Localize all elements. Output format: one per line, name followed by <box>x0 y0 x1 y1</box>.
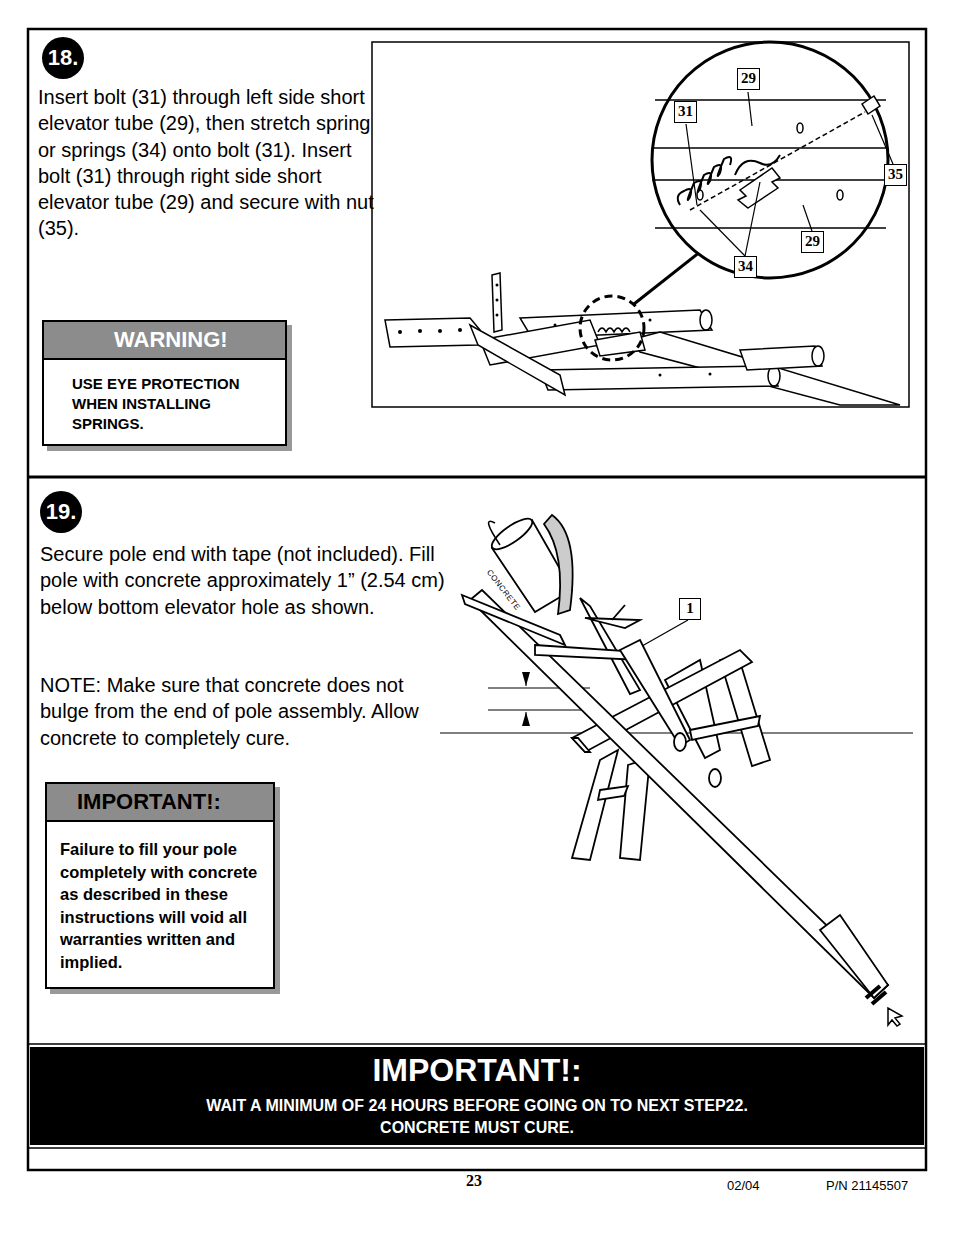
band-text: CONCRETE MUST CURE. <box>40 1117 914 1139</box>
box-heading: IMPORTANT!: <box>47 784 273 822</box>
important-band: IMPORTANT!: WAIT A MINIMUM OF 24 HOURS BE… <box>30 1047 924 1145</box>
band-heading: IMPORTANT!: <box>40 1051 914 1089</box>
callout-number: 31 <box>674 101 697 123</box>
callout-number: 34 <box>734 256 757 278</box>
callout-number: 29 <box>737 68 760 90</box>
step-number-text: 18. <box>48 45 79 71</box>
callout-number: 35 <box>884 164 907 186</box>
part-number: P/N 21145507 <box>826 1178 908 1193</box>
step-instructions: Insert bolt (31) through left side short… <box>38 84 374 242</box>
step-instructions: Secure pole end with tape (not included)… <box>40 541 448 620</box>
note-text: NOTE: Make sure that concrete does not b… <box>40 672 448 751</box>
callout-number: 1 <box>679 598 701 620</box>
box-heading: WARNING! <box>44 322 285 360</box>
step-number: 18. <box>42 37 84 79</box>
box-body: Failure to fill your pole completely wit… <box>47 822 273 987</box>
page-number: 23 <box>466 1172 482 1190</box>
step-number: 19. <box>40 491 82 533</box>
date-code: 02/04 <box>727 1178 760 1193</box>
box-body: USE EYE PROTECTION WHEN INSTALLING SPRIN… <box>44 360 285 444</box>
step-number-text: 19. <box>46 499 77 525</box>
warning-box: WARNING!USE EYE PROTECTION WHEN INSTALLI… <box>42 320 287 446</box>
band-text: WAIT A MINIMUM OF 24 HOURS BEFORE GOING … <box>40 1095 914 1117</box>
callout-number: 29 <box>801 231 824 253</box>
important-box: IMPORTANT!:Failure to fill your pole com… <box>45 782 275 989</box>
